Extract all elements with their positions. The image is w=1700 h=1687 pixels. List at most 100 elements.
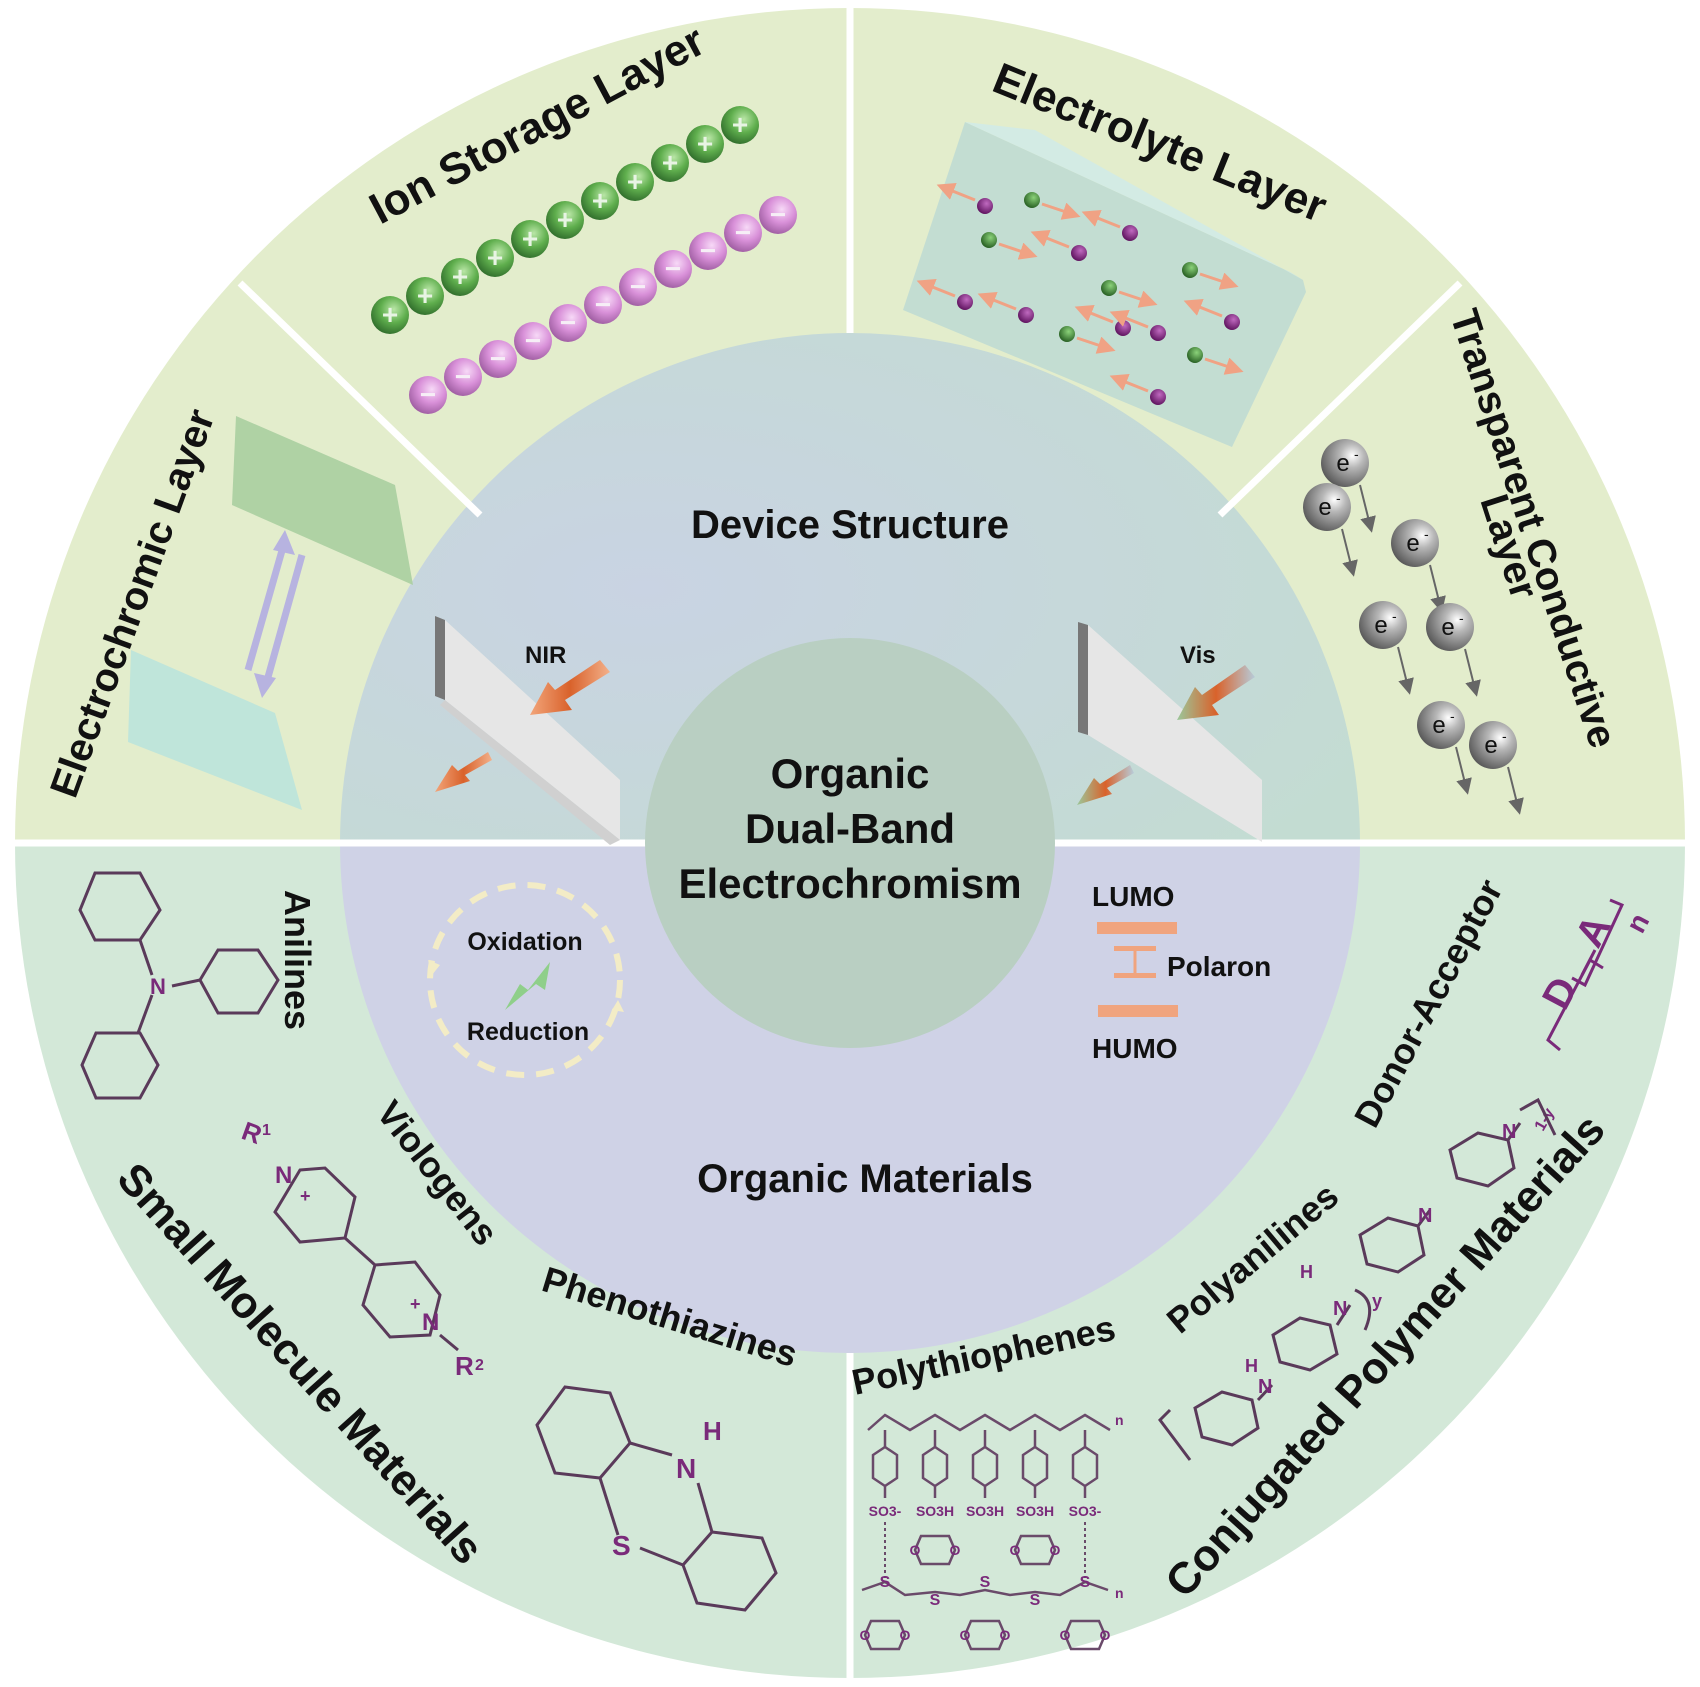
electrons: e-e-e-e-e-e-e- (1303, 439, 1524, 815)
bleached-state-film (128, 650, 302, 810)
cation-ball (581, 182, 619, 220)
anion-ball (584, 286, 622, 324)
svg-text:1: 1 (262, 1122, 271, 1139)
redox-arrow-right-icon (612, 1000, 624, 1012)
ion-drift-arrow (1183, 298, 1223, 318)
atom-o: O (1010, 1542, 1021, 1558)
anion-ball (689, 232, 727, 270)
benzene-ring (971, 1445, 999, 1488)
anion-ball (724, 214, 762, 252)
vis-label: Vis (1180, 642, 1216, 669)
middle-bottom-half (340, 843, 1360, 1353)
dioxane-ring (863, 1619, 907, 1651)
electron-charge: - (1336, 490, 1341, 506)
cation-ball (441, 258, 479, 296)
atom-o: O (1000, 1627, 1011, 1643)
phenothiazine-structure: N H S (535, 1385, 778, 1612)
minus-sign: − (735, 217, 751, 248)
svg-text:+: + (300, 1186, 311, 1206)
middle-ring (340, 333, 1360, 1353)
polaron-label: Polaron (1167, 951, 1271, 982)
nir-incident-arrow-icon (530, 660, 610, 715)
anion (1150, 389, 1166, 405)
polaron-lower-level (1114, 973, 1156, 978)
atom-o: O (1050, 1542, 1061, 1558)
electron-charge: - (1354, 446, 1359, 462)
device-structure-label: Device Structure (691, 503, 1009, 547)
electron-symbol: e (1432, 712, 1445, 739)
cation (1101, 280, 1117, 296)
electron-ball (1359, 601, 1407, 649)
switching-arrow-up-icon (244, 539, 289, 671)
electron-symbol: e (1318, 494, 1331, 521)
atom-o: O (910, 1542, 921, 1558)
pss-backbone (867, 1413, 1111, 1432)
cation-ball (371, 296, 409, 334)
svg-text:N: N (275, 1162, 292, 1189)
electron-ball (1303, 483, 1351, 531)
triphenylamine-structure: N (78, 871, 280, 1100)
atom-s: S (1030, 1592, 1041, 1609)
ion-drift-arrow (916, 278, 956, 298)
plus-sign: + (557, 204, 573, 235)
anion-ball (479, 340, 517, 378)
cation-ball (616, 163, 654, 201)
svg-text:H: H (1245, 1356, 1258, 1376)
plus-sign: + (522, 223, 538, 254)
plus-sign: + (662, 147, 678, 178)
minus-sign: − (490, 343, 506, 374)
cation-ball (406, 277, 444, 315)
atom-s: S (880, 1574, 891, 1591)
svg-text:S: S (612, 1530, 631, 1561)
cation-chain: +++++++++++ (371, 106, 759, 334)
electron-ball (1321, 439, 1369, 487)
glass-edge (1078, 622, 1088, 735)
cation-ball (476, 239, 514, 277)
svg-text:N: N (1418, 1205, 1432, 1227)
mobile-ions (916, 182, 1244, 405)
redox-dashed-circle (427, 882, 623, 1078)
atom-o: O (1060, 1627, 1071, 1643)
cation (1059, 326, 1075, 342)
anion (1122, 225, 1138, 241)
minus-sign: − (525, 325, 541, 356)
atom-n: N (150, 974, 166, 999)
plus-sign: + (382, 299, 398, 330)
electron-ball (1469, 721, 1517, 769)
organic-materials-label: Organic Materials (697, 1157, 1033, 1201)
plus-sign: + (697, 128, 713, 159)
sulfonate-group: SO3H (916, 1503, 954, 1519)
sulfonate-group: SO3H (966, 1503, 1004, 1519)
cation-ball (721, 106, 759, 144)
benzene-ring (871, 1445, 899, 1488)
colored-state-film (232, 416, 413, 585)
inner-circle (645, 638, 1055, 1048)
switching-arrow-down-icon (261, 554, 306, 689)
cation-ball (511, 220, 549, 258)
nir-transmitted-arrow-icon (435, 752, 492, 792)
ion-drift-arrow (1199, 272, 1239, 290)
anion (1115, 320, 1131, 336)
benzene-ring (921, 1445, 949, 1488)
minus-sign: − (455, 361, 471, 392)
cation-ball (651, 144, 689, 182)
energy-level-diagram: LUMO Polaron HUMO (1092, 881, 1271, 1064)
cation (1024, 192, 1040, 208)
svg-text:H: H (1300, 1262, 1313, 1282)
anion (1224, 314, 1240, 330)
viologen-structure: R 1 N + N + R 2 (238, 1115, 484, 1381)
atom-s: S (980, 1574, 991, 1591)
minus-sign: − (770, 199, 786, 230)
anion-ball (654, 250, 692, 288)
divider-upper-right (1217, 280, 1463, 518)
electron-symbol: e (1374, 612, 1387, 639)
anion (1150, 325, 1166, 341)
ion-drift-arrow (1074, 304, 1114, 324)
nir-label: NIR (525, 642, 566, 669)
ion-drift-arrow (1030, 229, 1070, 249)
atom-o: O (900, 1627, 911, 1643)
vis-incident-arrow-icon (1177, 665, 1255, 720)
